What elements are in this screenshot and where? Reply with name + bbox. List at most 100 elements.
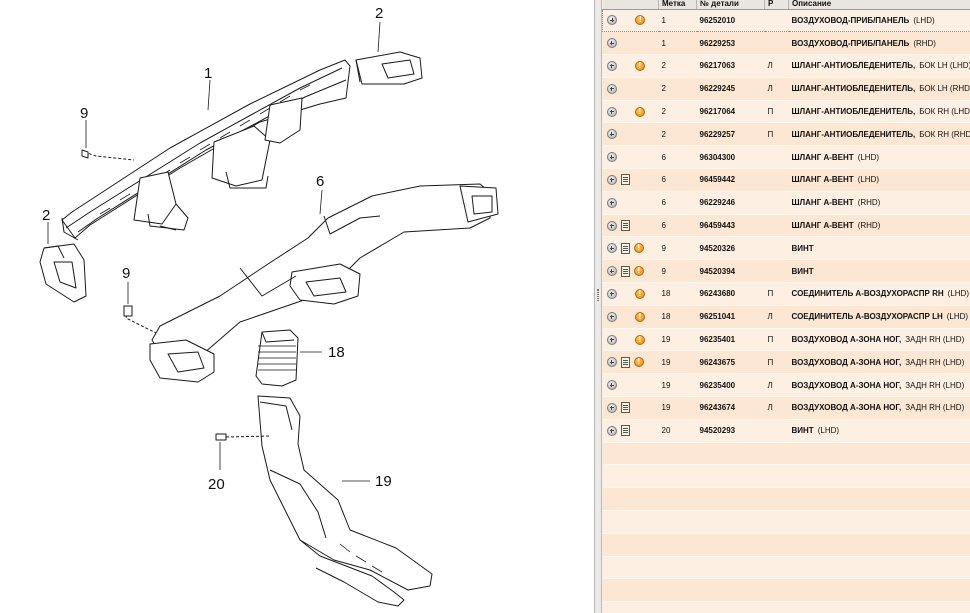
- warning-icon[interactable]: [633, 266, 644, 277]
- row-label: 18: [658, 305, 697, 329]
- empty-row: [602, 464, 970, 489]
- callout-9-lower[interactable]: 9: [122, 265, 130, 282]
- document-icon[interactable]: [620, 356, 630, 368]
- part-9-screw-upper[interactable]: [81, 149, 135, 161]
- part-20-screw[interactable]: [215, 433, 271, 441]
- plus-icon[interactable]: [606, 243, 617, 254]
- empty-cell: [696, 601, 765, 613]
- plus-icon[interactable]: [606, 174, 617, 185]
- plus-icon[interactable]: [606, 380, 617, 391]
- row-description: СОЕДИНИТЕЛЬ А-ВОЗДУХОРАСПР RH(LHD): [788, 282, 970, 306]
- document-icon[interactable]: [620, 402, 630, 414]
- icon-placeholder: [634, 403, 644, 412]
- part-18-connector[interactable]: [255, 329, 299, 387]
- warning-icon[interactable]: [633, 357, 644, 368]
- plus-icon[interactable]: [606, 266, 617, 277]
- column-header-part-number[interactable]: № детали: [696, 0, 765, 10]
- plus-icon[interactable]: [606, 425, 617, 436]
- plus-icon[interactable]: [606, 152, 617, 163]
- plus-icon[interactable]: [606, 220, 617, 231]
- plus-icon[interactable]: [606, 402, 617, 413]
- row-description-variant: (RHD): [913, 38, 936, 48]
- plus-icon[interactable]: [606, 334, 617, 345]
- warning-icon[interactable]: [634, 288, 645, 299]
- part-6-vent-hose[interactable]: [149, 183, 499, 383]
- empty-cell: [602, 556, 659, 580]
- row-part-number: 96243675: [696, 350, 765, 375]
- part-2-side-defroster-upper[interactable]: [355, 51, 423, 85]
- part-19-foot-duct[interactable]: [257, 395, 433, 607]
- row-description: ВОЗДУХОВОД А-ЗОНА НОГ,ЗАДН RH (LHD): [788, 396, 970, 420]
- callout-20[interactable]: 20: [208, 476, 225, 493]
- plus-icon[interactable]: [606, 129, 617, 140]
- document-icon[interactable]: [620, 265, 630, 277]
- warning-icon[interactable]: [635, 15, 645, 26]
- plus-icon[interactable]: [606, 60, 617, 71]
- callout-18[interactable]: 18: [328, 344, 345, 361]
- row-description-name: СОЕДИНИТЕЛЬ А-ВОЗДУХОРАСПР LH: [791, 312, 943, 322]
- row-description: ВОЗДУХОВОД А-ЗОНА НОГ,ЗАДН RH (LHD): [788, 350, 970, 375]
- part-2-side-defroster-lower[interactable]: [39, 243, 87, 303]
- row-part-number: 96229245: [696, 77, 765, 101]
- plus-icon[interactable]: [606, 83, 617, 94]
- callout-2-upper[interactable]: 2: [375, 5, 383, 22]
- plus-icon[interactable]: [606, 357, 617, 368]
- splitter-grip-icon[interactable]: [597, 289, 599, 301]
- empty-cell: [658, 578, 697, 603]
- warning-icon[interactable]: [634, 106, 645, 117]
- column-header-side[interactable]: Р: [764, 0, 789, 10]
- column-header-description[interactable]: Описание: [788, 0, 970, 10]
- part-9-screw-lower[interactable]: [123, 305, 171, 341]
- column-header-label[interactable]: Метка: [658, 0, 697, 10]
- warning-icon[interactable]: [634, 311, 645, 322]
- warning-icon[interactable]: [634, 334, 645, 345]
- pane-splitter[interactable]: [594, 0, 602, 613]
- parts-diagram[interactable]: 1 2 2 6 9 9 18 19 20: [0, 0, 594, 613]
- empty-cell: [788, 510, 970, 534]
- callout-1[interactable]: 1: [204, 65, 212, 82]
- callout-2-lower[interactable]: 2: [42, 207, 50, 224]
- callout-19[interactable]: 19: [375, 473, 392, 490]
- warning-icon[interactable]: [634, 60, 645, 71]
- row-description: ВОЗДУХОВОД-ПРИБ/ПАНЕЛЬ(LHD): [788, 8, 970, 33]
- icon-placeholder: [621, 335, 631, 344]
- empty-cell: [696, 510, 765, 534]
- empty-cell: [658, 487, 697, 512]
- column-header-icons[interactable]: [602, 0, 659, 10]
- plus-icon[interactable]: [606, 311, 617, 322]
- parts-list-pane[interactable]: Метка № детали Р Описание 196252010ВОЗДУ…: [602, 0, 970, 613]
- plus-icon[interactable]: [606, 288, 617, 299]
- part-1-panel-duct[interactable]: [61, 59, 351, 241]
- document-icon[interactable]: [620, 174, 630, 186]
- plus-icon[interactable]: [607, 15, 617, 26]
- callout-9-upper[interactable]: 9: [80, 105, 88, 122]
- document-icon[interactable]: [620, 220, 630, 232]
- plus-icon[interactable]: [606, 106, 617, 117]
- document-icon[interactable]: [620, 242, 630, 254]
- plus-icon[interactable]: [606, 197, 617, 208]
- callout-6[interactable]: 6: [316, 173, 324, 190]
- document-icon[interactable]: [620, 425, 630, 437]
- plus-icon[interactable]: [606, 38, 617, 49]
- warning-icon[interactable]: [633, 243, 644, 254]
- row-description-variant: (LHD): [947, 289, 969, 299]
